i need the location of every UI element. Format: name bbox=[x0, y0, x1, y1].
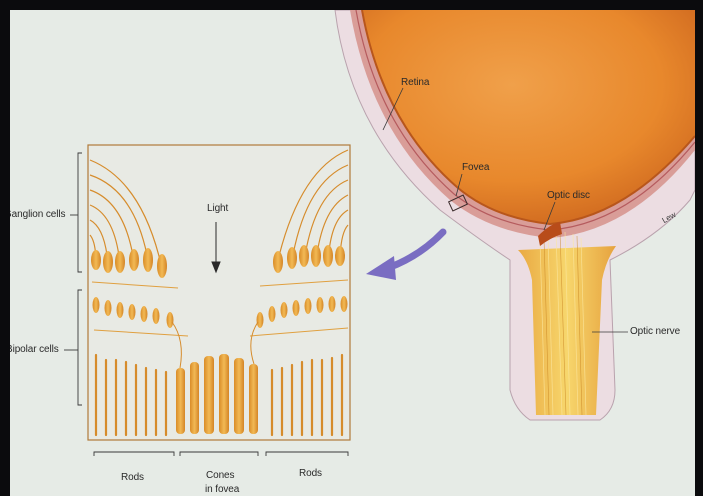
cones-label: Cones bbox=[206, 471, 234, 481]
rods-left-label: Rods bbox=[121, 473, 144, 483]
cones-in-fovea-label: in fovea bbox=[205, 485, 239, 495]
optic-nerve-label: Optic nerve bbox=[630, 327, 680, 337]
light-label: Light bbox=[207, 204, 228, 214]
layer-brackets bbox=[64, 153, 82, 405]
rods-right-label: Rods bbox=[299, 469, 322, 479]
magnify-arrow bbox=[366, 232, 443, 280]
optic-disc-label: Optic disc bbox=[547, 191, 590, 201]
eyeball bbox=[335, 10, 695, 420]
fovea-label: Fovea bbox=[462, 163, 489, 173]
ganglion-cells-label: Ganglion cells bbox=[10, 210, 65, 220]
bottom-brackets bbox=[94, 452, 348, 456]
slide: Retina Fovea Optic disc Optic nerve Gang… bbox=[10, 10, 695, 496]
eye-illustration bbox=[10, 10, 695, 496]
retina-label: Retina bbox=[401, 78, 429, 88]
retina-detail-panel bbox=[88, 145, 350, 440]
bipolar-cells-label: Bipolar cells bbox=[10, 345, 59, 355]
